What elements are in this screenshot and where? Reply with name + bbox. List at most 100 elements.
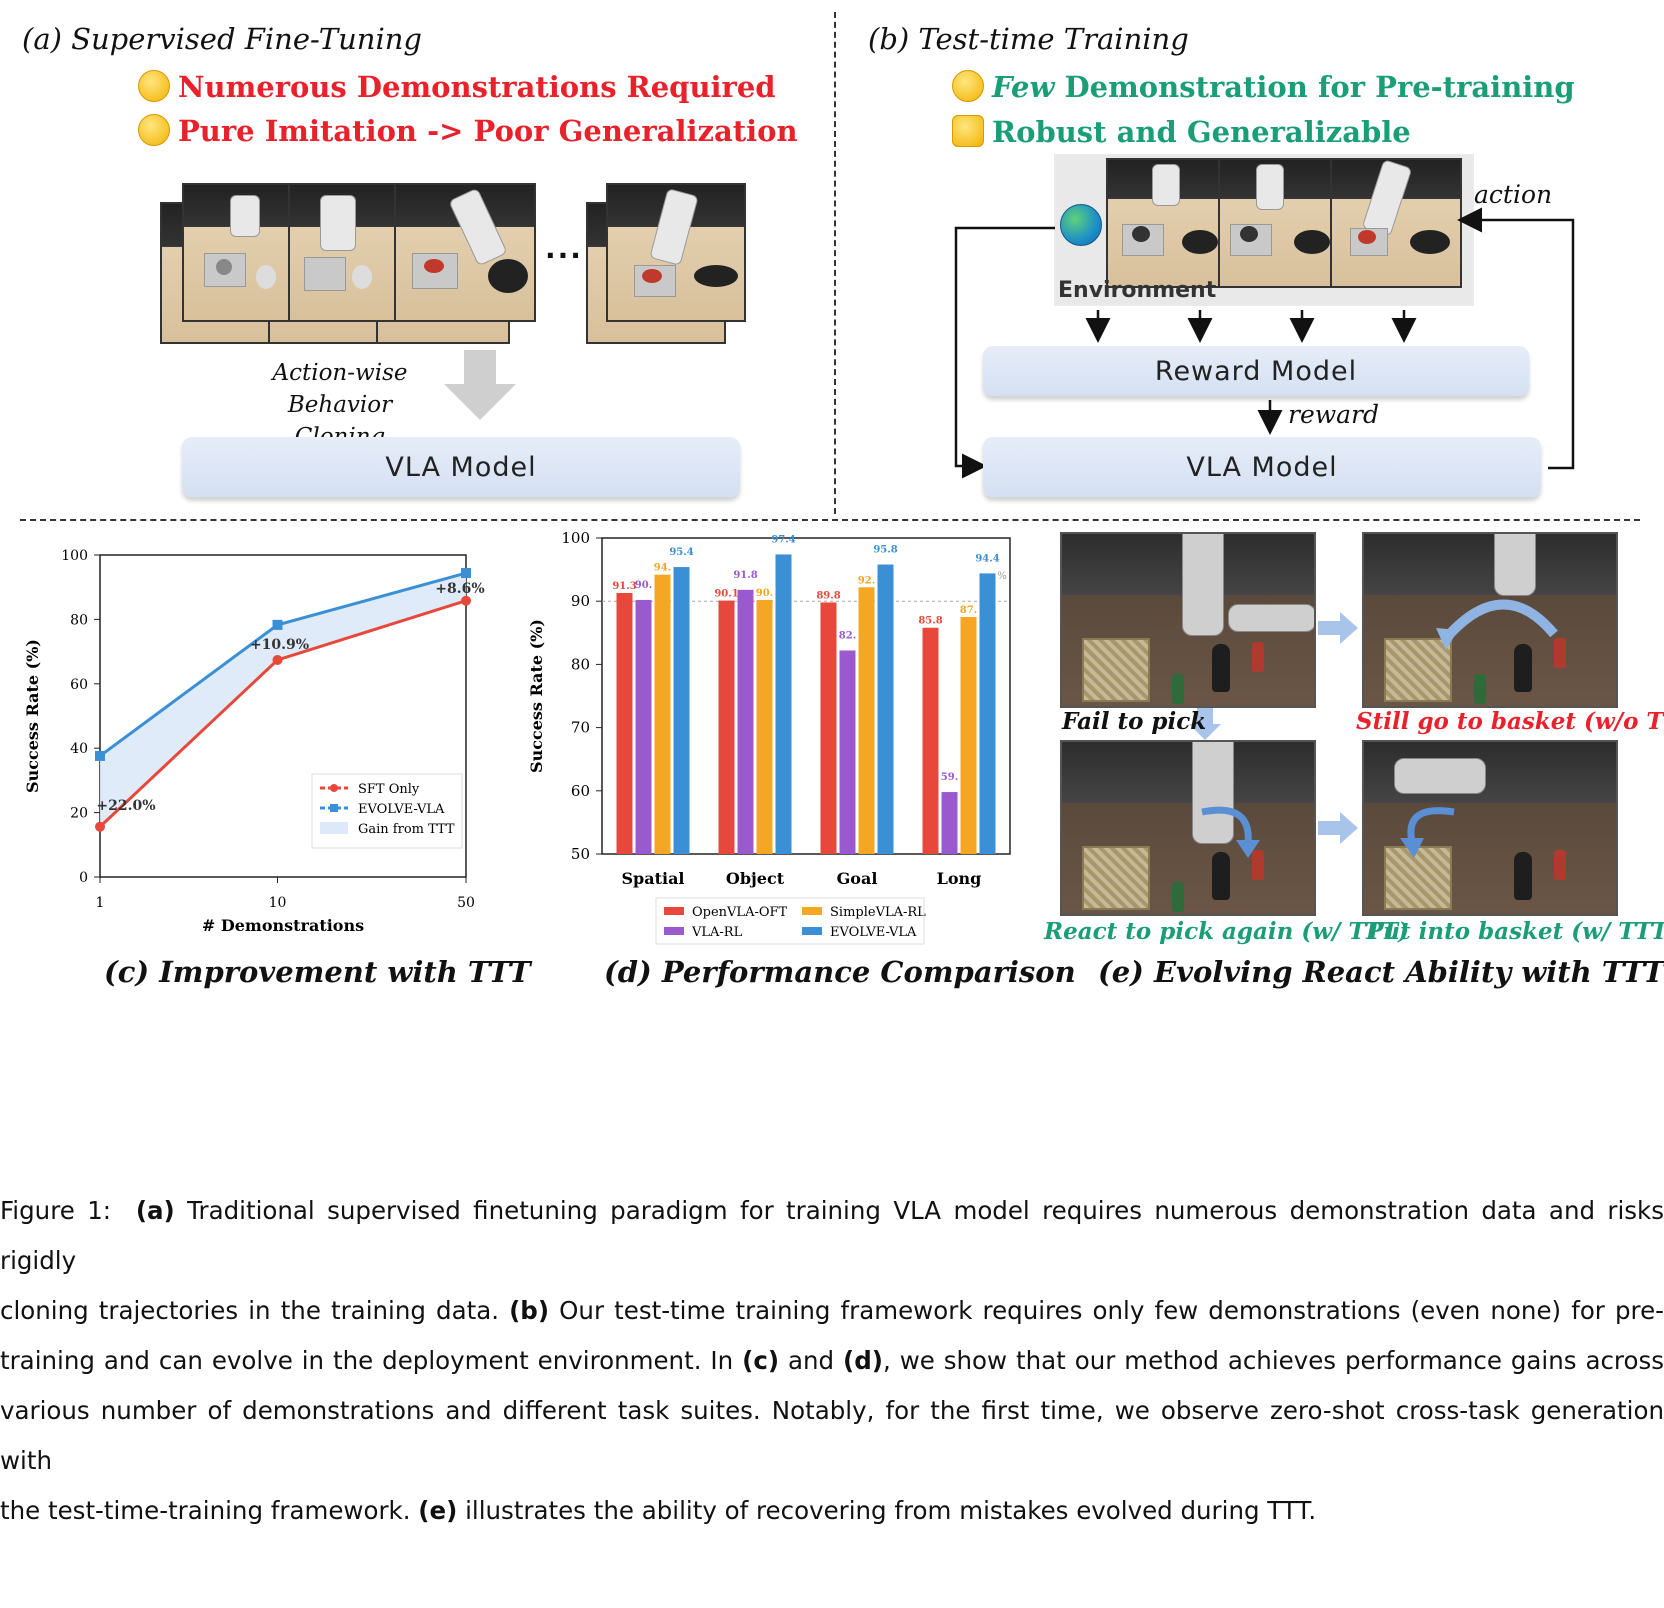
bar-label: 90. [756, 588, 773, 599]
reward-model-box: Reward Model [983, 346, 1529, 396]
globe-icon [1060, 204, 1102, 246]
bar-label: 89.8 [816, 590, 840, 601]
bar-label: 92. [858, 575, 875, 586]
gain-annotation: +10.9% [250, 637, 309, 653]
scene-put-into-basket [1362, 740, 1618, 916]
bar-label: 82. [839, 630, 856, 641]
bar [877, 564, 894, 854]
gain-annotation: +22.0% [96, 798, 155, 814]
x-tick-label: Object [726, 869, 785, 888]
caption-line-3: training and can evolve in the deploymen… [0, 1346, 1664, 1375]
legend-label: VLA-RL [691, 925, 743, 940]
data-point [272, 619, 283, 630]
label-put-into-basket: Put into basket (w/ TTT) [1366, 918, 1664, 945]
smiling-face-icon [952, 70, 984, 102]
legend-swatch [664, 907, 684, 915]
dizzy-face-icon [138, 114, 170, 146]
bar [718, 600, 735, 854]
frames-ellipsis: ... [545, 232, 583, 265]
legend-swatch [802, 907, 822, 915]
bar [654, 574, 671, 854]
environment-label: Environment [1058, 278, 1217, 303]
gain-annotation: +8.6% [435, 581, 484, 597]
horizontal-divider [20, 519, 1640, 521]
bar [858, 587, 875, 854]
data-point [461, 595, 471, 606]
panel-b-bullet-1: Few Demonstration for Pre-training [952, 70, 1575, 104]
bar-label: 94.4 [975, 553, 999, 564]
bar [673, 567, 690, 854]
y-tick-label: 20 [70, 806, 88, 822]
env-frame-2 [1218, 158, 1334, 288]
figure-caption: Figure 1: (a) Traditional supervised fin… [0, 1186, 1664, 1536]
caption-line-5: the test-time-training framework. (e) il… [0, 1496, 1317, 1525]
bar [922, 627, 939, 854]
bar [941, 792, 958, 854]
y-tick-label: 90 [571, 592, 590, 610]
right-arrow-icon [1318, 612, 1358, 644]
bar-label: 91.3 [612, 581, 636, 592]
bar-label: 94. [654, 563, 671, 574]
right-arrow-icon [1318, 812, 1358, 844]
caption-line-1: Figure 1: (a) Traditional supervised fin… [0, 1196, 1664, 1275]
scene-still-go [1362, 532, 1618, 708]
bar-label: 85.8 [918, 616, 942, 627]
caption-line-2: cloning trajectories in the training dat… [0, 1296, 1664, 1325]
bar-label: 90. [635, 580, 652, 591]
x-tick-label: Goal [837, 869, 878, 888]
flexed-biceps-icon [952, 115, 984, 147]
y-tick-label: 100 [61, 548, 88, 564]
caption-line-4: various number of demonstrations and dif… [0, 1396, 1664, 1475]
label-react-again: React to pick again (w/ TTT) [1044, 918, 1410, 945]
reward-label: reward [1288, 400, 1380, 429]
y-tick-label: 0 [79, 870, 88, 886]
bar-label: 90.1 [714, 589, 738, 600]
legend-label: SFT Only [358, 782, 420, 797]
label-fail-to-pick: Fail to pick [1062, 708, 1207, 735]
panel-a-vla-model: VLA Model [182, 437, 740, 497]
legend-label: EVOLVE-VLA [358, 802, 445, 817]
bar [960, 617, 977, 854]
bar [635, 599, 652, 854]
scene-react [1060, 740, 1316, 916]
y-tick-label: 60 [70, 677, 88, 693]
legend-swatch [664, 927, 684, 935]
panel-a-bullet-2: Pure Imitation -> Poor Generalization [138, 114, 798, 148]
env-frame-1 [1106, 158, 1222, 288]
y-tick-label: 80 [70, 612, 88, 628]
plot-frame [601, 537, 1011, 855]
curved-arrow-icon [1201, 806, 1260, 858]
x-tick-label: 10 [269, 895, 287, 911]
label-still-go: Still go to basket (w/o TTT) [1356, 708, 1664, 735]
y-tick-label: 40 [70, 741, 88, 757]
curved-arrow-icon [1436, 599, 1558, 650]
bar-label: 91.8 [733, 570, 757, 581]
down-arrow-icon [1189, 708, 1221, 740]
y-tick-label: 60 [571, 782, 590, 800]
panel-a-title: (a) Supervised Fine-Tuning [22, 22, 422, 56]
bar [839, 650, 856, 854]
legend-label: SimpleVLA-RL [830, 905, 926, 920]
y-axis-label: Success Rate (%) [23, 639, 42, 793]
scene-fail [1060, 532, 1316, 708]
bar-label: 95.4 [669, 547, 693, 558]
panel-b-vla-model: VLA Model [983, 437, 1541, 497]
legend-label: EVOLVE-VLA [830, 925, 917, 940]
y-tick-label: 50 [571, 845, 590, 863]
bar-label: 97.4 [771, 534, 795, 545]
vertical-divider [834, 12, 836, 514]
bar [820, 602, 837, 854]
bar [775, 554, 792, 854]
demo-frame-last [606, 183, 746, 322]
demo-frame-2 [288, 183, 400, 322]
data-point [272, 654, 283, 665]
frustrated-face-icon [138, 70, 170, 102]
y-tick-label: 80 [571, 655, 590, 673]
bar-label: 87. [960, 605, 977, 616]
legend-swatch [320, 822, 348, 834]
x-tick-label: 1 [96, 895, 105, 911]
demo-frame-1 [182, 183, 294, 322]
data-point [461, 568, 471, 579]
